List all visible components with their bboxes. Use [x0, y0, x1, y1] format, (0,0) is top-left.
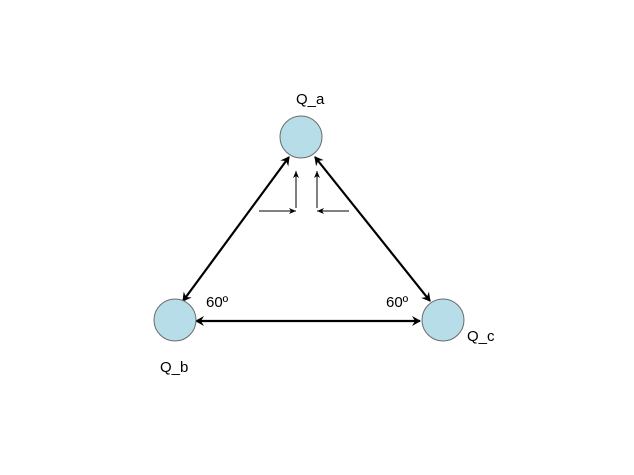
charge-b-label: Q_b	[160, 359, 188, 376]
angle-b-label: 60º	[206, 294, 229, 311]
charge-c-circle	[421, 298, 465, 342]
angle-c-label: 60º	[386, 294, 409, 311]
charge-a-label: Q_a	[296, 91, 325, 108]
charge-a-circle	[279, 115, 323, 159]
charge-b-circle	[153, 298, 197, 342]
side-a-c-arrow	[314, 156, 431, 302]
charge-c-label: Q_c	[467, 328, 495, 345]
side-a-b-arrow	[182, 156, 290, 302]
